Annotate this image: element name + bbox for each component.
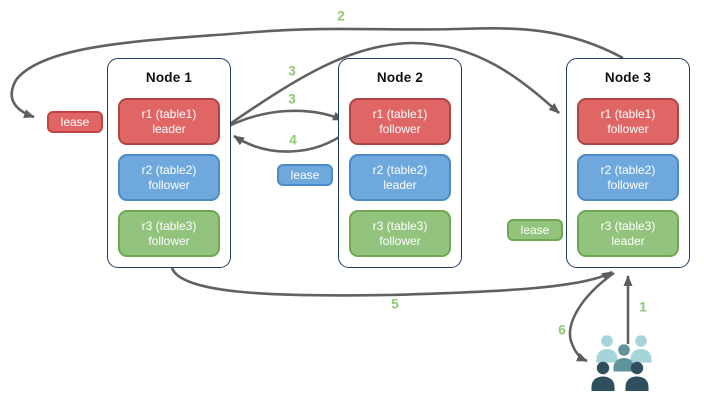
users-icon xyxy=(591,335,652,391)
step-label-2: 2 xyxy=(337,8,345,24)
user-middle xyxy=(613,344,635,372)
replica-role: leader xyxy=(152,121,186,136)
replica-name: r3 (table3) xyxy=(372,218,428,233)
arrow-step-6 xyxy=(568,271,615,363)
node-1-replica-r1: r1 (table1) leader xyxy=(118,98,220,145)
replica-role: leader xyxy=(611,233,645,248)
replica-role: leader xyxy=(383,177,417,192)
node-2-replica-r1: r1 (table1) follower xyxy=(349,98,451,145)
arrow-step-5 xyxy=(170,267,613,297)
replica-role: follower xyxy=(607,121,649,136)
step-label-1: 1 xyxy=(639,299,647,315)
node-1-replica-r2: r2 (table2) follower xyxy=(118,154,220,201)
replica-name: r2 (table2) xyxy=(372,162,428,177)
replica-name: r1 (table1) xyxy=(600,106,656,121)
replica-role: follower xyxy=(379,233,421,248)
node-1: Node 1 r1 (table1) leader r2 (table2) fo… xyxy=(107,58,231,268)
arrow-step-3-to-node2 xyxy=(228,109,344,128)
user-back-right xyxy=(630,335,652,363)
node-3-title: Node 3 xyxy=(604,70,652,85)
node-3-replica-r1: r1 (table1) follower xyxy=(577,98,679,145)
arrow-step-4 xyxy=(233,129,349,153)
arrow-step-3-to-node3 xyxy=(229,41,560,126)
step-label-3-lower: 3 xyxy=(288,91,296,107)
node-3-replica-r2: r2 (table2) follower xyxy=(577,154,679,201)
node-3-replica-r3: r3 (table3) leader xyxy=(577,210,679,257)
user-front-left xyxy=(591,361,615,391)
replica-role: follower xyxy=(607,177,649,192)
user-back-left xyxy=(596,335,618,363)
step-label-4: 4 xyxy=(289,132,297,148)
step-label-3-upper: 3 xyxy=(288,63,296,79)
node-1-replica-r3: r3 (table3) follower xyxy=(118,210,220,257)
user-front-right xyxy=(625,361,649,391)
node-2-replica-r2: r2 (table2) leader xyxy=(349,154,451,201)
lease-badge-blue: lease xyxy=(277,164,333,186)
replica-role: follower xyxy=(379,121,421,136)
lease-badge-green: lease xyxy=(507,219,563,241)
node-1-title: Node 1 xyxy=(145,70,193,85)
replica-name: r3 (table3) xyxy=(600,218,656,233)
node-2: Node 2 r1 (table1) follower r2 (table2) … xyxy=(338,58,462,268)
node-2-title: Node 2 xyxy=(376,70,424,85)
replica-name: r1 (table1) xyxy=(141,106,197,121)
replica-role: follower xyxy=(148,233,190,248)
step-label-5: 5 xyxy=(391,296,399,312)
replica-name: r2 (table2) xyxy=(600,162,656,177)
replica-name: r1 (table1) xyxy=(372,106,428,121)
replica-role: follower xyxy=(148,177,190,192)
node-2-replica-r3: r3 (table3) follower xyxy=(349,210,451,257)
lease-badge-red: lease xyxy=(47,111,103,133)
replica-name: r2 (table2) xyxy=(141,162,197,177)
arrow-step-2 xyxy=(10,27,624,119)
step-label-6: 6 xyxy=(558,322,566,338)
replica-name: r3 (table3) xyxy=(141,218,197,233)
node-3: Node 3 r1 (table1) follower r2 (table2) … xyxy=(566,58,690,268)
